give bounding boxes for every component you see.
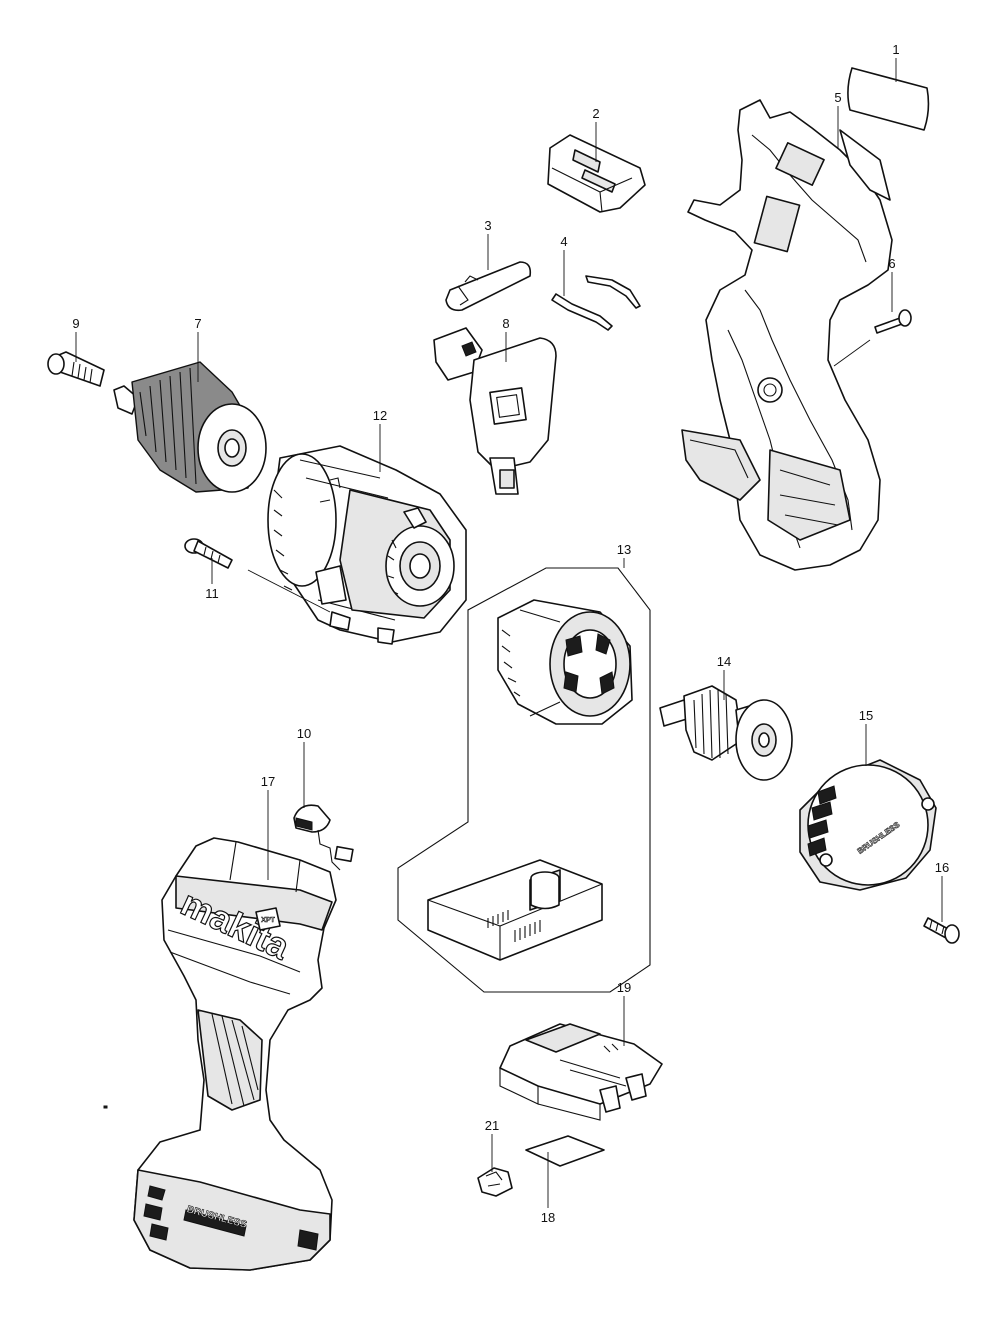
callout-17: 17: [261, 774, 275, 789]
callout-19: 19: [617, 980, 631, 995]
part-18-label: [525, 1135, 605, 1167]
part-5-housing-right: [681, 99, 893, 571]
callout-4: 4: [560, 234, 567, 249]
xpt-badge-text: XPT: [261, 917, 275, 924]
callout-2: 2: [592, 106, 599, 121]
callout-numbers: 1 2 3 4 5 6 7 8 9 10 11 12 13 14 15 16 1…: [72, 42, 949, 1225]
callout-7: 7: [194, 316, 201, 331]
part-17-housing-left: BRUSHLESS makita XPT: [103, 837, 337, 1271]
callout-18: 18: [541, 1210, 555, 1225]
callout-12: 12: [373, 408, 387, 423]
part-6-screw: [874, 309, 912, 334]
part-21-hook: [477, 1167, 513, 1197]
callout-16: 16: [935, 860, 949, 875]
part-11-screw: [184, 538, 233, 569]
callout-13: 13: [617, 542, 631, 557]
part-3-change-lever: [445, 261, 532, 312]
part-2-switch-slider: [547, 134, 646, 213]
callout-14: 14: [717, 654, 731, 669]
part-14-rotor: [659, 685, 793, 781]
callout-6: 6: [888, 256, 895, 271]
leader-lines: [75, 58, 943, 1208]
callout-3: 3: [484, 218, 491, 233]
part-19-terminal: [499, 1023, 663, 1121]
part-4-leaf-spring: [551, 275, 641, 331]
part-16-screw: [923, 917, 960, 944]
part-13-stator-controller: [397, 567, 651, 993]
callout-11: 11: [205, 586, 219, 601]
part-15-rear-cover: BRUSHLESS: [799, 759, 937, 891]
callout-9: 9: [72, 316, 79, 331]
part-10-led-light: [293, 804, 354, 871]
part-7-keyless-chuck: [113, 361, 267, 493]
callout-5: 5: [834, 90, 841, 105]
part-8-trigger-switch: [433, 327, 557, 495]
callout-21: 21: [485, 1118, 499, 1133]
callout-1: 1: [892, 42, 899, 57]
part-12-gear-assembly: [267, 445, 467, 645]
callout-10: 10: [297, 726, 311, 741]
part-9-chuck-screw: [47, 351, 105, 387]
callout-15: 15: [859, 708, 873, 723]
callout-8: 8: [502, 316, 509, 331]
part-1-label-plate: [847, 67, 930, 131]
